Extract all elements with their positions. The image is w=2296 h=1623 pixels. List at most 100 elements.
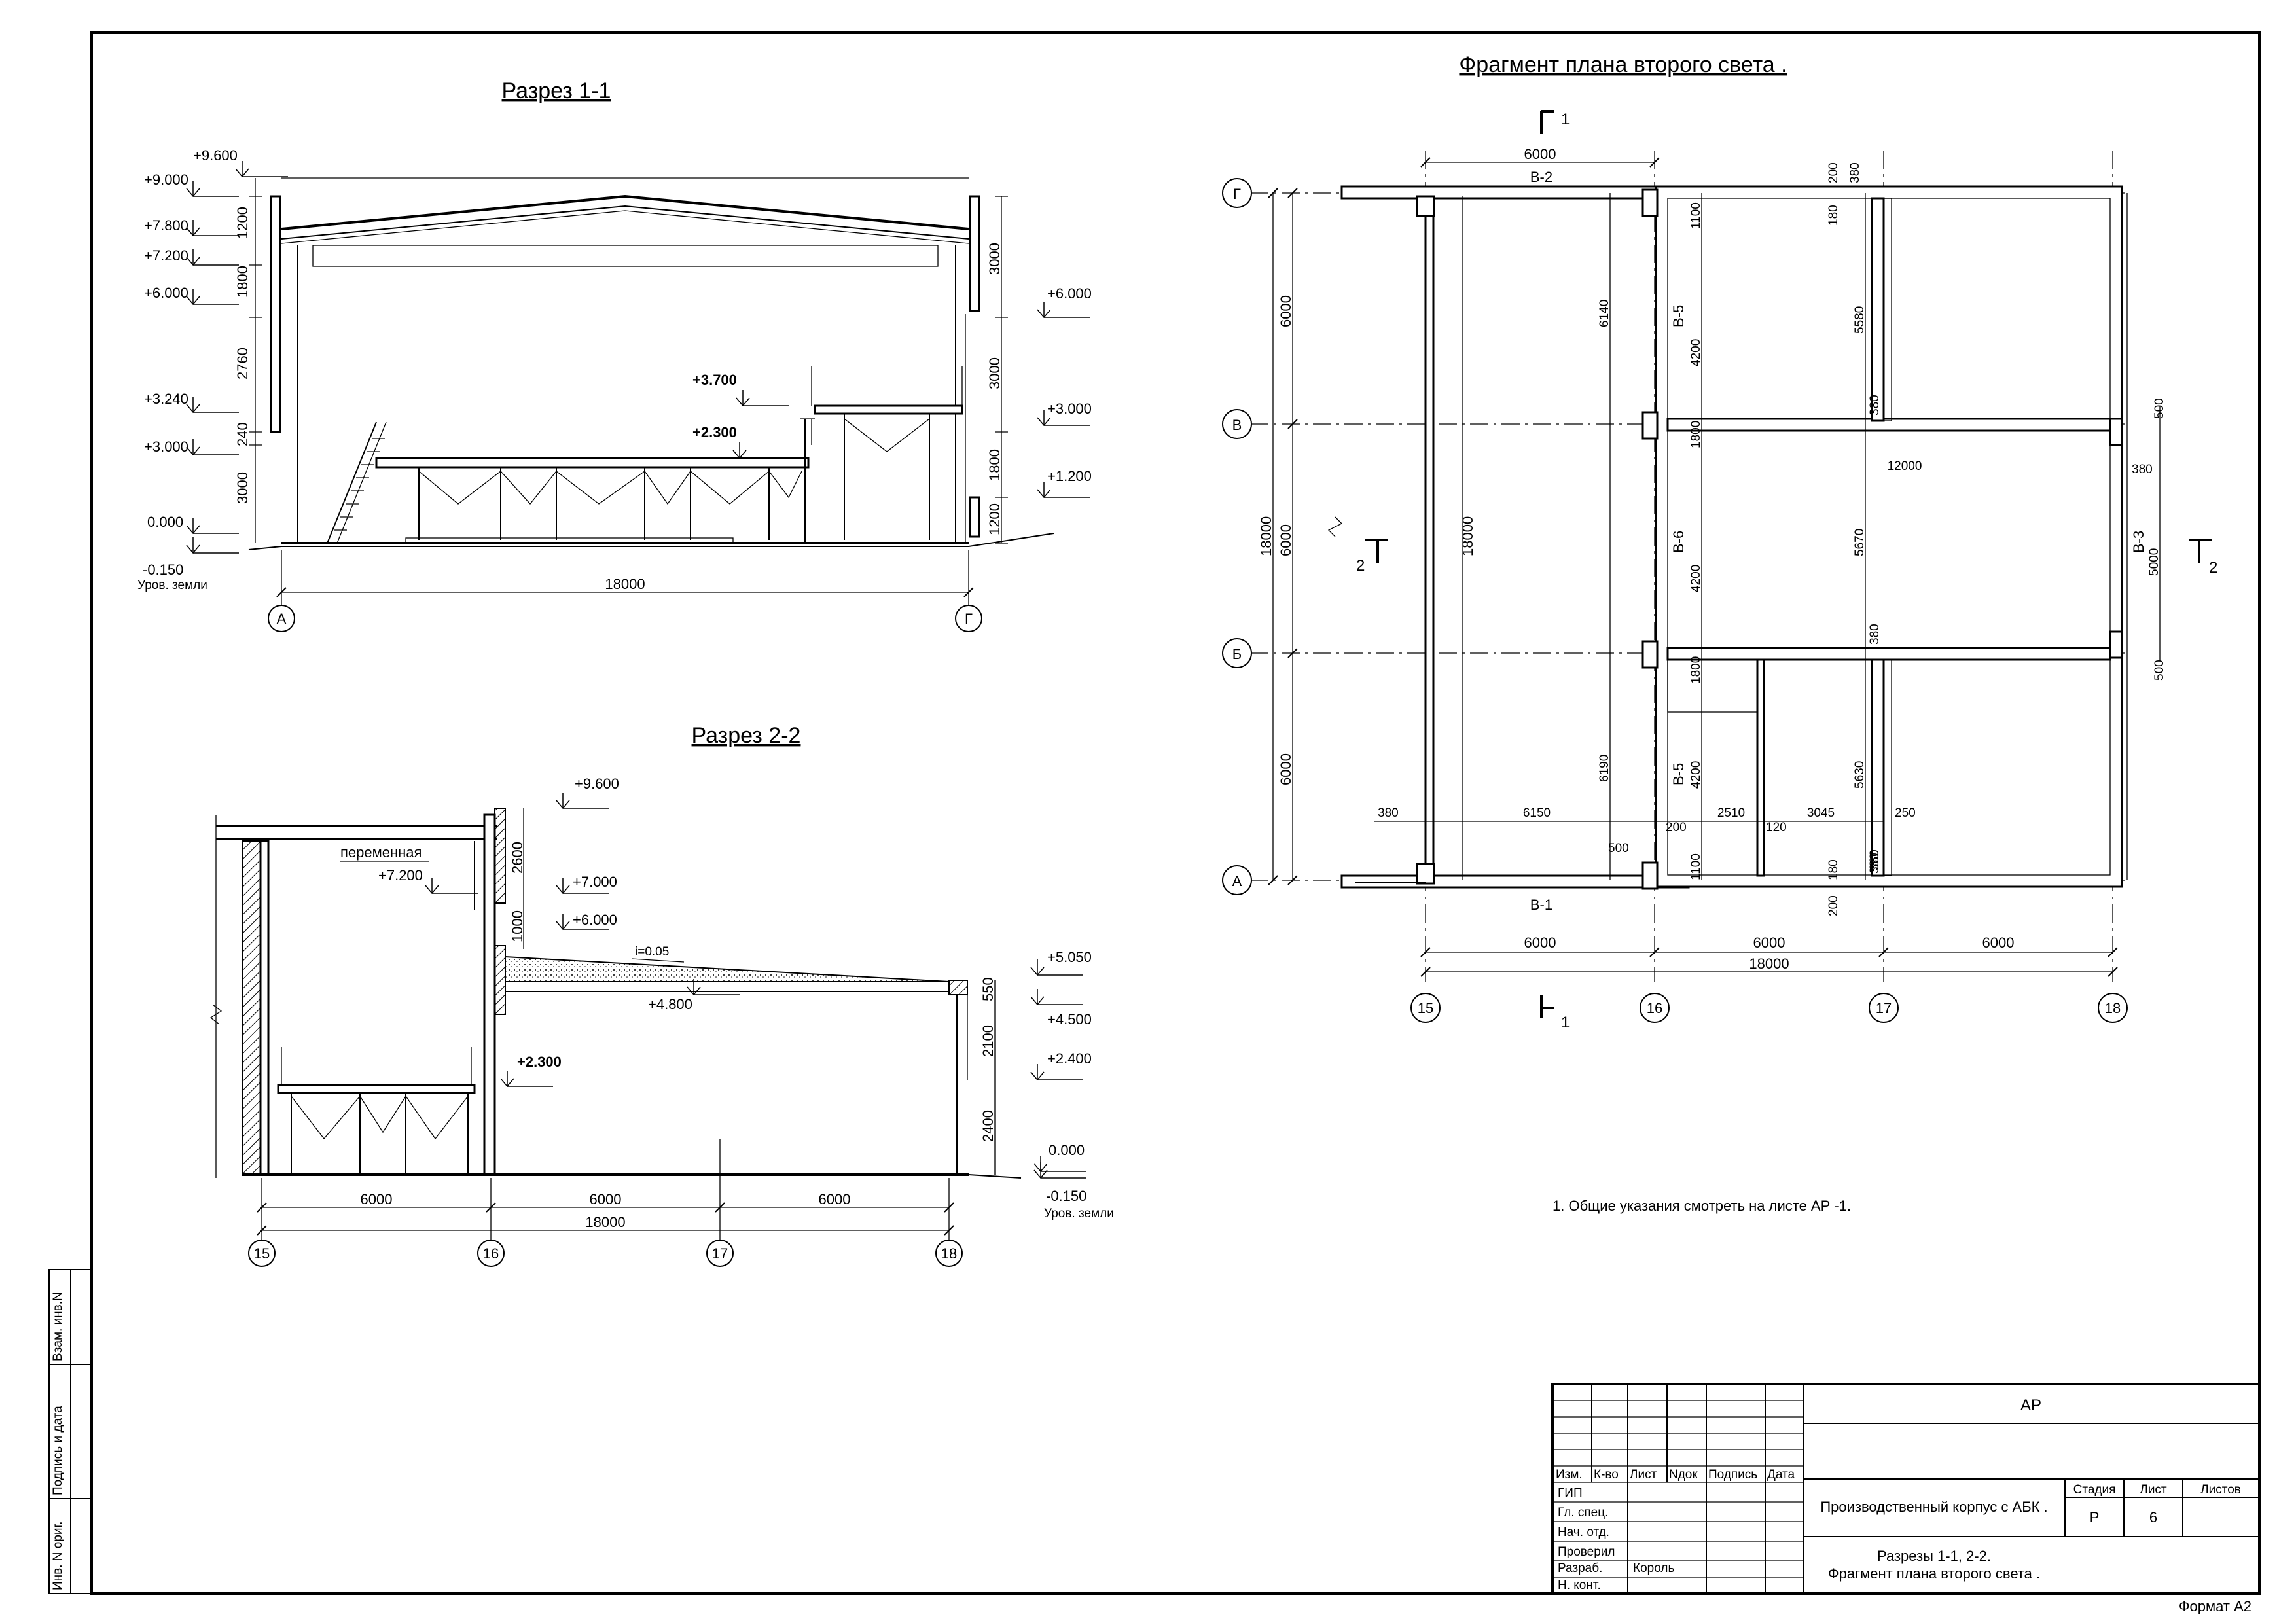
svg-text:15: 15 [254,1245,270,1262]
s11-axis-G [955,605,982,632]
beam-label-B3: В-3 [2130,531,2147,553]
beam-label-B6: В-6 [1670,531,1687,553]
svg-text:1100: 1100 [1689,853,1703,880]
stamp-col-kvo: К-во [1594,1468,1619,1482]
svg-text:5000: 5000 [2147,548,2161,576]
s22-dimb-1: 6000 [590,1191,622,1207]
stamp-stage-hdr: Стадия [2073,1483,2116,1497]
svg-text:Уров. земли: Уров. земли [1044,1207,1114,1221]
stamp-role-4: Разраб. [1558,1561,1602,1575]
s11-levels-right: +6.000 +3.000 +1.200 [1037,285,1092,498]
stamp-role-3: Проверил [1558,1545,1615,1559]
s11-dim-1800: 1800 [234,266,251,298]
s22-dim-550: 550 [980,977,996,1001]
stamp-col-podpis: Подпись [1708,1468,1757,1482]
svg-text:5630: 5630 [1853,761,1867,789]
svg-text:Г: Г [1233,186,1241,202]
svg-text:120: 120 [1766,821,1787,834]
svg-text:250: 250 [1895,806,1916,820]
svg-text:380: 380 [1378,806,1399,820]
plan-row-axes: Г В Б А [1222,178,1252,895]
svg-text:+3.700: +3.700 [692,372,737,388]
svg-text:+9.000: +9.000 [144,171,188,188]
svg-text:2510: 2510 [1717,806,1745,820]
general-note: 1. Общие указания смотреть на листе АР -… [1552,1198,1851,1214]
svg-text:6140: 6140 [1598,300,1611,327]
svg-text:200: 200 [1666,821,1687,834]
svg-text:6150: 6150 [1523,806,1551,820]
svg-text:12000: 12000 [1888,459,1922,473]
svg-text:380: 380 [1868,849,1882,870]
s22-levels: +9.600 +7.200 +7.000 +6.000 +5.050 +4.80… [378,776,1114,1221]
plan-dim-inner-18000: 18000 [1460,516,1476,556]
svg-text:500: 500 [2153,398,2166,419]
s11-axis-A [268,605,295,632]
svg-text:18: 18 [941,1245,957,1262]
svg-text:5670: 5670 [1853,529,1867,556]
svg-text:0.000: 0.000 [147,514,183,530]
plan-dim-top-200: 200 [1827,162,1840,183]
stamp-sheet: 6 [2149,1509,2157,1525]
svg-text:+2.300: +2.300 [692,424,737,440]
svg-text:+3.240: +3.240 [144,391,188,407]
stamp-sheets-hdr: Листов [2200,1483,2241,1497]
stamp-col-list: Лист [1630,1468,1657,1482]
s22-variable-label: переменная [340,844,422,861]
section-1-1: Разрез 1-1 [137,79,1092,632]
svg-text:+6.000: +6.000 [573,912,617,928]
svg-text:+1.200: +1.200 [1047,468,1092,484]
svg-text:200: 200 [1827,895,1840,916]
side-stamp-label-2: Подпись и дата [51,1406,65,1495]
s11-dimr-1: 3000 [986,357,1003,389]
plan-dimb-2: 6000 [1982,935,2015,951]
svg-text:1: 1 [1561,111,1570,128]
stamp-project: Производственный корпус с АБК . [1820,1499,2047,1515]
stamp-col-data: Дата [1767,1468,1795,1482]
svg-text:+2.400: +2.400 [1047,1050,1092,1067]
beam-label-B2: В-2 [1530,169,1552,185]
side-stamp-label-1: Взам. инв.N [51,1292,65,1361]
svg-text:+7.200: +7.200 [144,247,188,264]
svg-text:+2.300: +2.300 [517,1054,562,1070]
svg-text:+3.000: +3.000 [144,438,188,455]
svg-text:+6.000: +6.000 [1047,285,1092,302]
stamp-col-izm: Изм. [1556,1468,1583,1482]
section-1-1-title: Разрез 1-1 [502,79,611,103]
s11-dimr-3: 1200 [986,503,1003,535]
title-block: Изм. К-во Лист Nдок Подпись Дата ГИП Гл.… [1551,1383,2261,1595]
svg-text:380: 380 [1868,853,1882,874]
svg-text:2: 2 [1356,557,1365,575]
svg-text:4200: 4200 [1689,339,1703,366]
sheet-frame [90,31,2261,1595]
svg-text:1100: 1100 [1689,202,1703,229]
beam-label-B5-top: В-5 [1670,305,1687,327]
plan-dim-left-2: 6000 [1278,753,1294,785]
s22-slope-label: i=0.05 [635,945,669,959]
svg-text:+5.050: +5.050 [1047,949,1092,965]
side-stamp-label-3: Инв. N ориг. [51,1522,65,1590]
svg-text:15: 15 [1418,1000,1433,1016]
svg-text:180: 180 [1827,205,1840,226]
s11-dimr-2: 1800 [986,449,1003,481]
plan-title: Фрагмент плана второго света . [1459,52,1787,77]
s22-dim-2100: 2100 [980,1025,996,1057]
svg-text:5580: 5580 [1853,306,1867,334]
svg-text:380: 380 [2132,463,2153,476]
svg-text:+6.000: +6.000 [144,285,188,301]
beam-label-B5-bottom: В-5 [1670,763,1687,785]
plan-dimb-0: 6000 [1524,935,1556,951]
s11-dim-1200: 1200 [234,207,251,239]
stamp-sheet-hdr: Лист [2140,1483,2167,1497]
s22-dimb-0: 6000 [361,1191,393,1207]
svg-text:1800: 1800 [1689,656,1703,684]
s11-dim-240: 240 [234,422,251,446]
stamp-role-2: Нач. отд. [1558,1525,1609,1539]
svg-text:В: В [1232,417,1242,433]
s11-dim-2760: 2760 [234,348,251,380]
plan-col-axes: 15 16 17 18 [1410,993,2128,1023]
svg-text:+3.000: +3.000 [1047,401,1092,417]
svg-text:500: 500 [1608,842,1629,855]
stamp-role-0: ГИП [1558,1486,1583,1500]
s22-span: 18000 [585,1214,625,1230]
